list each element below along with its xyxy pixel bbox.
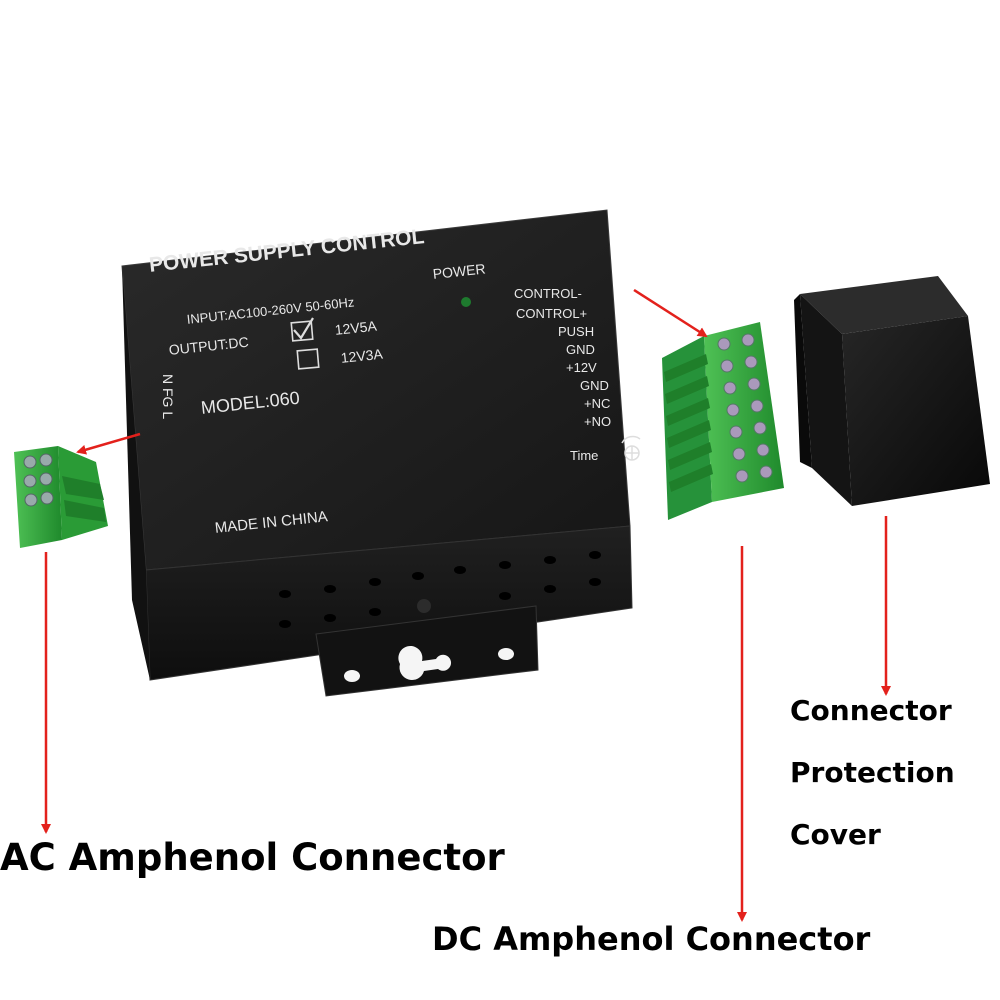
cover-caption-line3: Cover — [790, 818, 881, 851]
dc-terminal-label: CONTROL- — [514, 286, 582, 301]
cover-caption-line1: Connector — [790, 694, 952, 727]
power-led — [461, 297, 471, 307]
dc-terminal-label: +12V — [566, 360, 597, 375]
dc-terminal-label: CONTROL+ — [516, 306, 588, 321]
dc-terminal-label: GND — [580, 378, 609, 393]
time-arc-icon — [621, 435, 641, 444]
bracket-hole-left — [344, 670, 360, 682]
dc-connector — [662, 322, 784, 520]
cover-caption-line2: Protection — [790, 756, 955, 789]
bracket-keyhole — [398, 645, 452, 680]
connector-protection-cover — [794, 276, 990, 506]
mounting-bracket — [315, 605, 539, 697]
power-supply-device — [121, 209, 641, 697]
vent-holes — [279, 551, 601, 628]
dc-terminal-label: GND — [566, 342, 595, 357]
dc-arrow-pointer — [633, 288, 708, 338]
ac-connector-caption: AC Amphenol Connector — [0, 836, 505, 879]
ac-connector — [14, 446, 108, 548]
time-label: Time — [570, 448, 599, 463]
ac-terminal-labels: N FG L — [160, 374, 176, 420]
output-checkbox-12v3a — [296, 348, 320, 370]
bracket-hole-right — [498, 648, 514, 660]
dc-terminal-label: PUSH — [558, 324, 595, 339]
dc-terminal-label: +NC — [584, 396, 611, 411]
checkmark-icon — [293, 317, 314, 340]
ac-arrow-pointer — [76, 432, 141, 455]
device-left-side — [122, 266, 150, 680]
arrows — [41, 288, 891, 922]
output-checkbox-12v5a — [290, 320, 314, 342]
dc-terminal-label: +NO — [584, 414, 612, 429]
dc-connector-caption: DC Amphenol Connector — [432, 920, 871, 958]
